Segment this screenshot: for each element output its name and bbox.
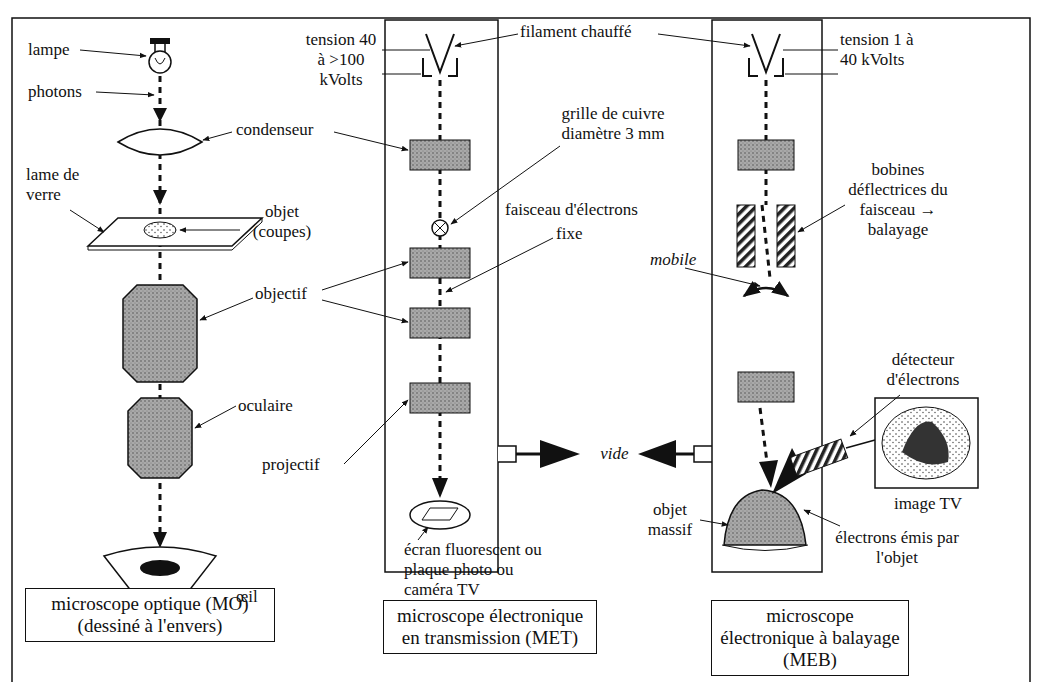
part-label: filament chauffé [520, 22, 660, 42]
caption-box: microscope électronique à balayage (MEB) [711, 600, 909, 676]
part-label: œil [236, 587, 276, 607]
part-label: oculaire [238, 396, 328, 416]
part-label: écran fluorescent ou plaque photo ou cam… [404, 540, 554, 600]
part-label: image TV [888, 494, 968, 514]
part-label: vide [592, 444, 637, 464]
part-label: tension 1 à 40 kVolts [840, 30, 920, 70]
part-label: faisceau d'électrons [505, 200, 675, 220]
part-label: détecteur d'électrons [868, 350, 978, 390]
part-label: grille de cuivre diamètre 3 mm [538, 104, 688, 144]
part-label: électrons émis par l'objet [832, 528, 962, 568]
part-label: photons [28, 82, 108, 102]
part-label: mobile [650, 250, 710, 270]
part-label: lampe [28, 40, 88, 60]
part-label: fixe [556, 224, 596, 244]
part-label: objectif [255, 284, 345, 304]
part-label: objet massif [640, 500, 700, 540]
part-label: tension 40 à >100 kVolts [302, 30, 380, 90]
part-label: projectif [262, 455, 352, 475]
caption-box: microscope électronique en transmission … [383, 600, 597, 654]
caption-text: microscope électronique en transmission … [390, 605, 590, 649]
part-label: lame de verre [26, 165, 98, 205]
caption-text: microscope optique (MO) (dessiné à l'env… [32, 593, 268, 637]
part-label: bobines déflectrices du faisceau → balay… [843, 160, 953, 240]
part-label: objet (coupes) [243, 202, 321, 242]
part-label: condenseur [236, 120, 346, 140]
caption-text: microscope électronique à balayage (MEB) [718, 605, 902, 671]
